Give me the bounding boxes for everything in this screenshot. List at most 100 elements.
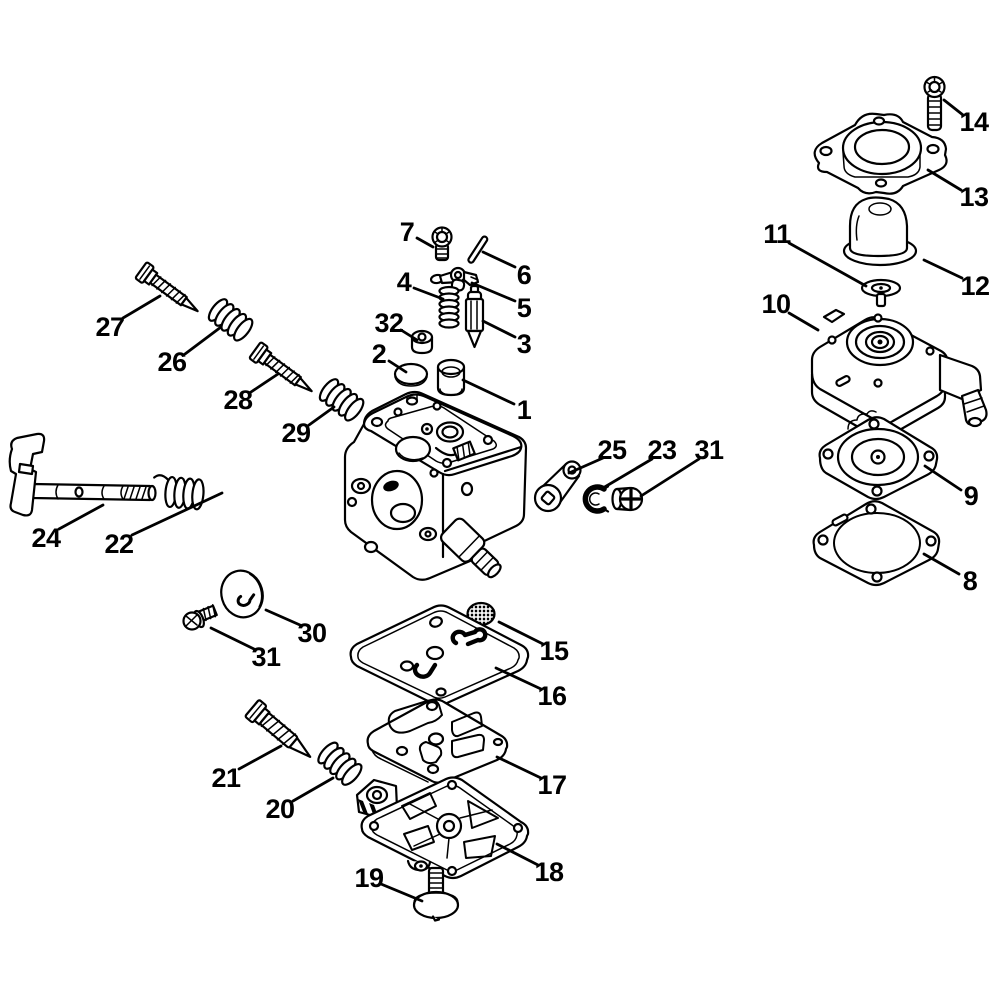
part-13-primer-base-plate — [813, 112, 948, 195]
callout-17: 17 — [495, 755, 567, 800]
callout-24: 24 — [31, 503, 105, 553]
part-17-metering-gasket — [366, 698, 509, 784]
part-number-label: 17 — [537, 770, 566, 800]
part-number-label: 12 — [960, 271, 989, 301]
part-number-label: 26 — [157, 347, 187, 377]
callout-27: 27 — [95, 294, 162, 342]
part-14-screw — [923, 75, 946, 132]
part-number-label: 8 — [963, 566, 978, 596]
callout-6: 6 — [481, 250, 532, 290]
part-number-label: 24 — [31, 523, 61, 553]
callout-7: 7 — [400, 217, 435, 249]
leader-line — [497, 620, 545, 646]
part-3-inlet-needle — [464, 284, 485, 349]
callout-14: 14 — [942, 98, 989, 137]
leader-line — [307, 405, 336, 427]
part-number-label: 21 — [211, 763, 241, 793]
leader-line — [481, 250, 517, 269]
callout-22: 22 — [104, 491, 224, 559]
part-24-throttle-shaft — [8, 432, 157, 517]
leader-line — [291, 776, 335, 803]
part-16-metering-diaphragm — [349, 604, 530, 706]
leader-line — [495, 842, 540, 867]
leader-line — [922, 552, 961, 576]
part-1-valve-piston — [436, 358, 466, 397]
part-number-label: 22 — [104, 529, 133, 559]
callout-12: 12 — [922, 258, 990, 301]
part-number-label: 19 — [354, 863, 384, 893]
callout-19: 19 — [354, 863, 424, 903]
callout-21: 21 — [211, 744, 283, 793]
part-number-label: 31 — [251, 642, 281, 672]
part-number-label: 3 — [517, 329, 532, 359]
callout-1: 1 — [461, 378, 532, 425]
callout-25: 25 — [567, 435, 627, 475]
callout-5: 5 — [470, 281, 532, 323]
callout-9: 9 — [923, 464, 979, 511]
part-number-label: 27 — [95, 312, 124, 342]
leader-line — [264, 608, 302, 627]
callout-31-25: 31 — [209, 626, 281, 672]
part-number-label: 15 — [539, 636, 569, 666]
callout-18: 18 — [495, 842, 564, 887]
leader-line — [130, 491, 224, 537]
leader-line — [470, 281, 517, 303]
leader-line — [249, 372, 280, 394]
part-number-label: 11 — [763, 219, 791, 249]
leader-line — [601, 457, 654, 490]
callout-20: 20 — [265, 776, 335, 824]
part-29-spring — [318, 378, 365, 422]
leader-line — [379, 882, 424, 903]
part-number-label: 13 — [959, 182, 989, 212]
leader-line — [787, 311, 820, 332]
callout-15: 15 — [497, 620, 569, 666]
part-12-primer-bulb — [842, 196, 918, 267]
leader-line — [639, 457, 701, 498]
callout-23: 23 — [601, 435, 677, 490]
leader-line — [942, 98, 965, 117]
leader-line — [923, 464, 963, 492]
part-19-cover-screw — [412, 866, 460, 922]
callout-30: 30 — [264, 608, 327, 648]
callout-26: 26 — [157, 325, 223, 377]
part-32-bushing — [410, 329, 434, 355]
leader-line — [495, 755, 543, 780]
part-number-label: 28 — [223, 385, 253, 415]
callout-3: 3 — [481, 319, 532, 359]
part-20-spring — [317, 741, 363, 786]
leader-line — [412, 286, 445, 301]
part-number-label: 31 — [694, 435, 724, 465]
leader-line — [567, 456, 605, 475]
callout-8: 8 — [922, 552, 978, 596]
leader-line — [494, 666, 543, 691]
part-number-label: 23 — [647, 435, 677, 465]
part-8-pump-gasket — [812, 500, 941, 587]
parts-drawing — [8, 75, 988, 922]
part-31-shutter-screw-front — [611, 486, 644, 512]
leader-line — [183, 325, 223, 356]
callout-28: 28 — [223, 372, 280, 415]
callout-32: 32 — [374, 308, 419, 342]
part-number-label: 5 — [517, 293, 532, 323]
leader-line — [461, 378, 516, 406]
part-9-pump-diaphragm — [818, 410, 939, 501]
part-number-label: 20 — [265, 794, 294, 824]
callout-31-23: 31 — [639, 435, 724, 498]
leader-line — [121, 294, 162, 320]
callout-13: 13 — [926, 168, 989, 212]
part-number-label: 7 — [400, 217, 415, 247]
leader-line — [387, 359, 408, 374]
callout-10: 10 — [761, 289, 820, 332]
part-number-label: 18 — [534, 857, 564, 887]
part-4-spring — [438, 285, 460, 329]
callout-29: 29 — [281, 405, 336, 448]
part-7-screw — [431, 226, 453, 262]
leader-line — [922, 258, 964, 280]
part-number-label: 30 — [297, 618, 326, 648]
part-number-label: 14 — [959, 107, 989, 137]
callout-16: 16 — [494, 666, 567, 711]
leader-line — [399, 328, 419, 342]
